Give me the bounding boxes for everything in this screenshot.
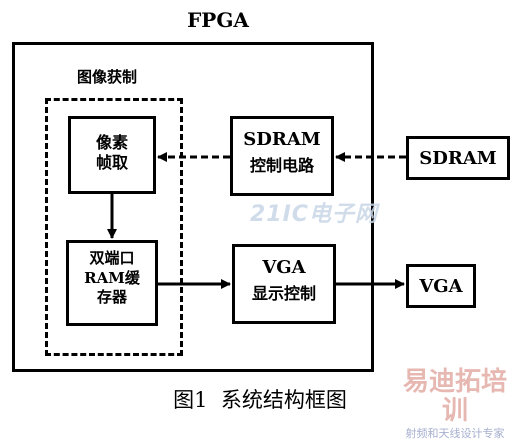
connection-arrows (107, 152, 406, 289)
sdram-control-block: SDRAM 控制电路 (230, 116, 334, 196)
figure-caption: 图1 系统结构框图 (173, 388, 347, 412)
watermark-corner: 易迪拓培训 射频和天线设计专家 (392, 368, 518, 441)
pixel-read-block: 像素 帧取 (68, 116, 156, 194)
vga-control-block: VGA 显示控制 (232, 244, 336, 324)
watermark-21ic: 21IC电子网 (250, 202, 378, 227)
vga-control-title: VGA (262, 257, 306, 278)
fpga-boundary (12, 42, 374, 372)
watermark-corner-subtitle: 射频和天线设计专家 (405, 427, 505, 441)
sdram-control-subtitle: 控制电路 (249, 155, 314, 175)
fpga-label: FPGA (187, 8, 249, 32)
vga-control-subtitle: 显示控制 (251, 283, 316, 303)
watermark-corner-title: 易迪拓培训 (402, 367, 507, 426)
image-capture-group (45, 98, 183, 356)
sdram-external-block: SDRAM (406, 136, 510, 180)
sdram-control-title: SDRAM (243, 129, 321, 150)
dual-port-ram-block: 双端口 RAM缓 存器 (66, 240, 158, 326)
image-capture-label: 图像获制 (76, 68, 137, 86)
vga-external-block: VGA (406, 264, 476, 308)
